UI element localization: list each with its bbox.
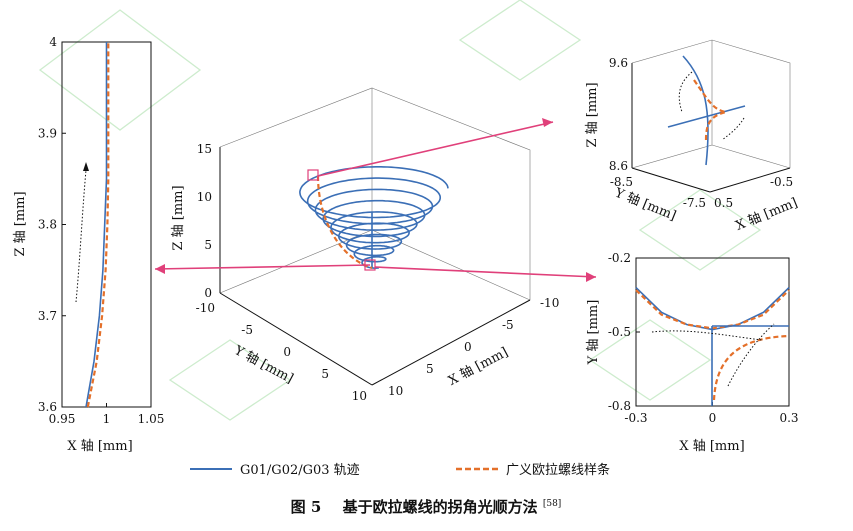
pointer-to-bottom-right [374, 266, 597, 278]
pointer-to-top-right [317, 121, 554, 177]
tr-y-axis [631, 167, 711, 193]
br-y-axis-label: Y 轴 [mm] [586, 300, 601, 366]
z-tick-label: 0 [204, 286, 212, 300]
left-y-ticks: 3.6 3.7 3.8 3.9 4 [38, 35, 66, 414]
br-direction-arrow-b [727, 323, 775, 387]
bottom-right-zoom-panel: -0.2 -0.5 -0.8-0.3 0 0.3 Y 轴 [mm] X 轴 [mm] [586, 251, 799, 454]
br-x-tick-label: 0 [709, 411, 717, 425]
3d-box-back-left [219, 87, 373, 230]
caption-figure-label: 图 5 [291, 498, 322, 516]
tr-z-axis-label: Z 轴 [mm] [585, 82, 600, 147]
svg-text:图 5 基于欧拉螺线的拐角光顺方法: 图 5 基于欧拉螺线的拐角光顺方法 [58] [291, 498, 562, 516]
3d-z-axis-label: Z 轴 [mm] [171, 185, 186, 250]
pointer-arrows [154, 118, 597, 282]
z-tick-label: 15 [197, 142, 212, 156]
y-tick-label: 5 [321, 367, 329, 381]
tr-y-tick-label: -7.5 [683, 196, 706, 210]
tr-direction-arrow-a [678, 71, 693, 113]
tr-y-tick-label: -8.5 [610, 175, 633, 189]
z-tick-label: 5 [204, 238, 212, 252]
tr-direction-arrow-b [721, 117, 745, 141]
left-direction-arrow [75, 169, 87, 303]
3d-highlight-box-top [307, 169, 319, 181]
3d-spiral-trajectory [299, 166, 449, 269]
x-tick-label: 10 [388, 384, 403, 398]
tr-z-tick-label: 8.6 [609, 159, 628, 173]
left-y-tick-label: 3.9 [38, 126, 57, 140]
br-series-group [635, 287, 790, 331]
tr-spline-b [704, 110, 727, 141]
3d-x-axis [371, 299, 531, 386]
pointer-to-left-head [155, 264, 165, 274]
br-x-tick-label: 0.3 [779, 411, 798, 425]
tr-x-tick-label: 0.5 [714, 196, 733, 210]
left-series-trajectory [85, 42, 108, 408]
br-x-axis-label: X 轴 [mm] [679, 439, 744, 454]
left-y-axis-label: Z 轴 [mm] [13, 191, 28, 256]
left-y-tick-label: 4 [49, 35, 57, 49]
left-series-group [85, 42, 110, 408]
left-x-axis-label: X 轴 [mm] [67, 439, 132, 454]
legend: G01/G02/G03 轨迹 广义欧拉螺线样条 [190, 462, 610, 478]
x-tick-label: -5 [502, 318, 514, 332]
spiral-path [299, 166, 449, 269]
br-y-tick-label: -0.8 [608, 399, 631, 413]
left-zoom-panel: 3.6 3.7 3.8 3.9 4 0.95 1 1.05 Z 轴 [mm] X 轴 [mm… [13, 35, 164, 454]
z-tick-label: 10 [197, 190, 212, 204]
y-tick-label: 0 [283, 345, 291, 359]
caption-reference: [58] [543, 499, 561, 509]
pointer-to-bottom-right-head [586, 272, 596, 282]
pointer-to-top-right-head [542, 118, 553, 127]
tr-box-inner [631, 40, 713, 169]
y-tick-label: -10 [196, 301, 215, 315]
tr-x-tick-label: -0.5 [770, 175, 793, 189]
tr-tick-labels: 9.6 8.6 -8.5 -7.5 0.5 -0.5 [609, 56, 793, 210]
tr-y-axis-label: Y 轴 [mm] [612, 185, 678, 224]
left-x-ticks: 0.95 1 1.05 [49, 403, 165, 426]
br-spline-corner [712, 334, 790, 401]
left-x-tick-label: 0.95 [49, 412, 76, 426]
tr-box-floor [711, 144, 791, 169]
tr-trajectory-b [667, 105, 746, 128]
3d-x-axis-label: X 轴 [mm] [446, 345, 511, 389]
tr-x-axis-label: X 轴 [mm] [734, 196, 800, 234]
left-direction-arrowhead [83, 162, 89, 171]
tr-spline [693, 79, 727, 114]
y-tick-label: -5 [241, 323, 253, 337]
br-direction-arrow-a [651, 330, 763, 341]
3d-tick-labels: 0 5 10 15 -10 -5 0 5 10 10 5 0 -5 -10 [196, 142, 560, 403]
pointer-to-left [154, 264, 371, 270]
x-tick-label: -10 [540, 296, 559, 310]
br-tick-labels: -0.2 -0.5 -0.8-0.3 0 0.3 [608, 251, 799, 425]
left-x-tick-label: 1 [103, 412, 111, 426]
left-x-tick-label: 1.05 [138, 412, 165, 426]
tr-x-axis [709, 167, 791, 193]
legend-spline-label: 广义欧拉螺线样条 [506, 462, 610, 478]
br-x-tick-label: -0.3 [624, 411, 647, 425]
left-y-tick-label: 3.7 [38, 309, 57, 323]
watermark [38, 0, 762, 421]
br-y-tick-label: -0.2 [608, 251, 631, 265]
caption-title: 基于欧拉螺线的拐角光顺方法 [342, 498, 538, 516]
tr-box-back [631, 39, 791, 168]
3d-box-back-right [371, 87, 531, 300]
3d-y-axis [219, 292, 373, 386]
figure-caption: 图 5 基于欧拉螺线的拐角光顺方法 [58] [291, 498, 562, 516]
left-y-tick-label: 3.8 [38, 218, 57, 232]
tr-z-tick-label: 9.6 [609, 56, 628, 70]
x-tick-label: 0 [464, 340, 472, 354]
br-series-trajectory [635, 287, 790, 331]
y-tick-label: 10 [352, 389, 367, 403]
br-y-tick-label: -0.5 [608, 325, 631, 339]
x-tick-label: 5 [426, 362, 434, 376]
left-y-tick-label: 3.6 [38, 400, 57, 414]
legend-trajectory-label: G01/G02/G03 轨迹 [240, 463, 360, 478]
tr-trajectory-a [682, 55, 709, 166]
left-series-spline [86, 42, 110, 408]
